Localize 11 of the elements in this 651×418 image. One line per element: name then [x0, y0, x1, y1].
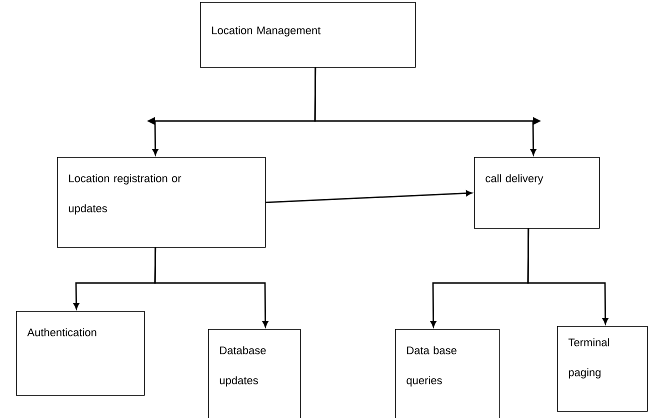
process-box: Terminal paging [557, 326, 648, 412]
process-box: Authentication [16, 311, 145, 396]
arrow [527, 228, 608, 324]
process-box: call delivery [474, 157, 600, 229]
arrow [154, 248, 268, 328]
process-box: Location registration or updates [57, 157, 266, 248]
process-box: Location Management [200, 2, 416, 68]
process-box: Data base queries [395, 329, 500, 418]
arrow [314, 68, 541, 156]
process-box: Database updates [208, 329, 301, 418]
arrow [266, 190, 472, 204]
